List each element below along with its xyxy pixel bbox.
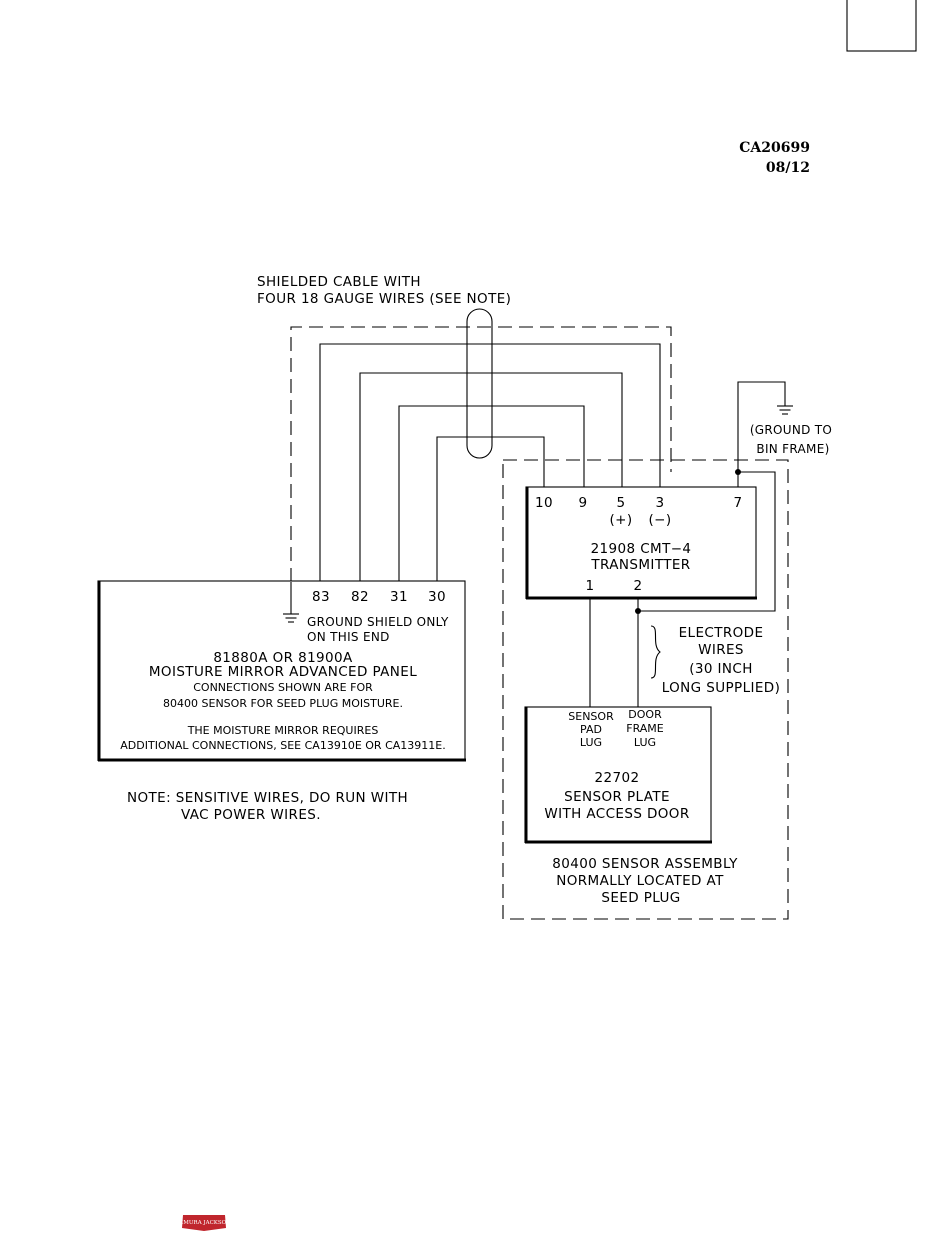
door-frame-lug-line3: LUG: [634, 736, 656, 749]
ground-note-line2: ON THIS END: [307, 630, 390, 644]
plate-title-line3: WITH ACCESS DOOR: [544, 806, 689, 822]
tx-title-line2: TRANSMITTER: [590, 557, 690, 573]
bin-frame-ground-wire: [737, 381, 786, 472]
tx-terminal-10: 10: [535, 495, 553, 511]
note-line1: NOTE: SENSITIVE WIRES, DO RUN WITH: [127, 790, 408, 806]
panel-terminal-30: 30: [428, 589, 446, 605]
tx-terminal-3: 3: [656, 495, 665, 511]
page-corner-tab: [846, 0, 917, 52]
tx-terminal-9: 9: [579, 495, 588, 511]
junction-dot-bottom: [635, 608, 641, 614]
junction-dot-top: [735, 469, 741, 475]
sensor-pad-lug-line2: PAD: [580, 723, 602, 736]
tx-terminal-1: 1: [586, 578, 595, 594]
cable-shield: [290, 326, 672, 582]
tx-polarity-plus: (+): [609, 512, 632, 528]
panel-req-line2: ADDITIONAL CONNECTIONS, SEE CA13910E OR …: [120, 739, 445, 752]
panel-terminal-83: 83: [312, 589, 330, 605]
sensor-pad-lug-line3: LUG: [580, 736, 602, 749]
tx-terminal-5: 5: [617, 495, 626, 511]
ground-note-line1: GROUND SHIELD ONLY: [307, 615, 449, 629]
electrode-label-line4: LONG SUPPLIED): [662, 680, 781, 696]
assembly-label-line2: NORMALLY LOCATED AT: [556, 873, 724, 889]
electrode-label-line2: WIRES: [698, 642, 744, 658]
company-logo: KIMURA JACKSON: [177, 1215, 231, 1231]
tx-polarity-minus: (−): [648, 512, 671, 528]
ground-label-line1: (GROUND TO: [750, 423, 832, 437]
bin-frame-ground-icon: [777, 405, 793, 415]
wire-82-to-5: [359, 372, 623, 582]
note-line2: VAC POWER WIRES.: [181, 807, 321, 823]
electrode-ground-wire: [638, 471, 776, 612]
logo-text: KIMURA JACKSON: [177, 1220, 231, 1226]
moisture-mirror-panel: [97, 580, 466, 761]
tx-title-line1: 21908 CMT−4: [591, 541, 692, 557]
electrode-label-line1: ELECTRODE: [679, 625, 764, 641]
electrode-brace: [650, 625, 661, 679]
cable-label-line2: FOUR 18 GAUGE WIRES (SEE NOTE): [257, 291, 511, 307]
drawing-number: CA20699: [739, 140, 810, 156]
assembly-label-line1: 80400 SENSOR ASSEMBLY: [552, 856, 738, 872]
assembly-label-line3: SEED PLUG: [601, 890, 680, 906]
cable-bundle-loop: [466, 308, 493, 459]
tx-terminal-7: 7: [734, 495, 743, 511]
wire-30-to-10: [436, 436, 545, 582]
door-frame-lug-line2: FRAME: [626, 722, 664, 735]
panel-conn-line2: 80400 SENSOR FOR SEED PLUG MOISTURE.: [163, 697, 403, 710]
tx-terminal-2: 2: [634, 578, 643, 594]
panel-terminal-31: 31: [390, 589, 408, 605]
drawing-date: 08/12: [766, 160, 810, 176]
sensor-assembly-boundary: [502, 459, 789, 920]
panel-ground-icon: [283, 613, 299, 623]
sensor-pad-lug-line1: SENSOR: [568, 710, 614, 723]
wire-83-to-3: [319, 343, 661, 582]
panel-req-line1: THE MOISTURE MIRROR REQUIRES: [187, 724, 379, 737]
panel-conn-line1: CONNECTIONS SHOWN ARE FOR: [193, 681, 373, 694]
logo-badge: [182, 1215, 226, 1231]
cable-label-line1: SHIELDED CABLE WITH: [257, 274, 421, 290]
plate-title-line1: 22702: [595, 770, 640, 786]
panel-terminal-82: 82: [351, 589, 369, 605]
panel-title-line2: MOISTURE MIRROR ADVANCED PANEL: [149, 664, 417, 680]
door-frame-lug-line1: DOOR: [628, 708, 662, 721]
electrode-label-line3: (30 INCH: [689, 661, 753, 677]
panel-title-line1: 81880A OR 81900A: [213, 650, 353, 666]
plate-title-line2: SENSOR PLATE: [564, 789, 670, 805]
ground-label-line2: BIN FRAME): [756, 442, 829, 456]
